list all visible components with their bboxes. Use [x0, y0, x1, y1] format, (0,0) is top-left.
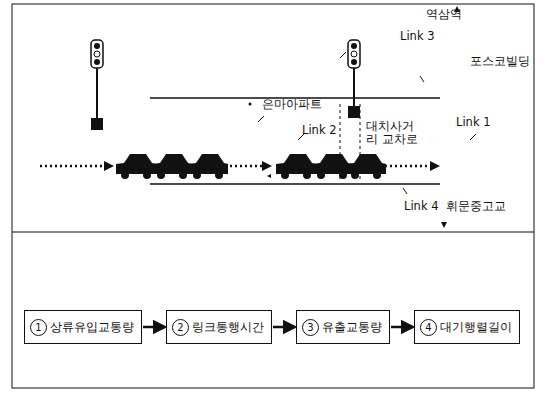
- map-label: 대치사거리 교차로: [366, 120, 424, 146]
- box-label: 상류유입교통량: [50, 320, 134, 335]
- circled-number: 2: [172, 319, 189, 336]
- map-label: 은마아파트: [262, 98, 322, 111]
- circled-number: 4: [420, 319, 437, 336]
- map-label: Link 2: [302, 124, 337, 137]
- flow-arrow: [143, 326, 165, 329]
- process-box: 1상류유입교통량: [24, 310, 142, 344]
- map-label: Link 3: [400, 30, 435, 43]
- map-label: Link 1: [456, 116, 491, 129]
- flow-arrow: [391, 326, 413, 329]
- flow-arrow: [273, 326, 295, 329]
- circled-number: 1: [30, 319, 47, 336]
- map-label: Link 4: [404, 200, 439, 213]
- process-box: 3유출교통량: [296, 310, 390, 344]
- process-box: 2링크통행시간: [166, 310, 272, 344]
- box-label: 유출교통량: [322, 320, 382, 335]
- map-label: 휘문중고교: [446, 200, 506, 213]
- map-label: 역삼역: [426, 8, 462, 21]
- box-label: 대기행렬길이: [440, 320, 512, 335]
- map-label: 포스코빌딩: [470, 55, 530, 68]
- box-label: 링크통행시간: [192, 320, 264, 335]
- circled-number: 3: [302, 319, 319, 336]
- process-box: 4대기행렬길이: [414, 310, 520, 344]
